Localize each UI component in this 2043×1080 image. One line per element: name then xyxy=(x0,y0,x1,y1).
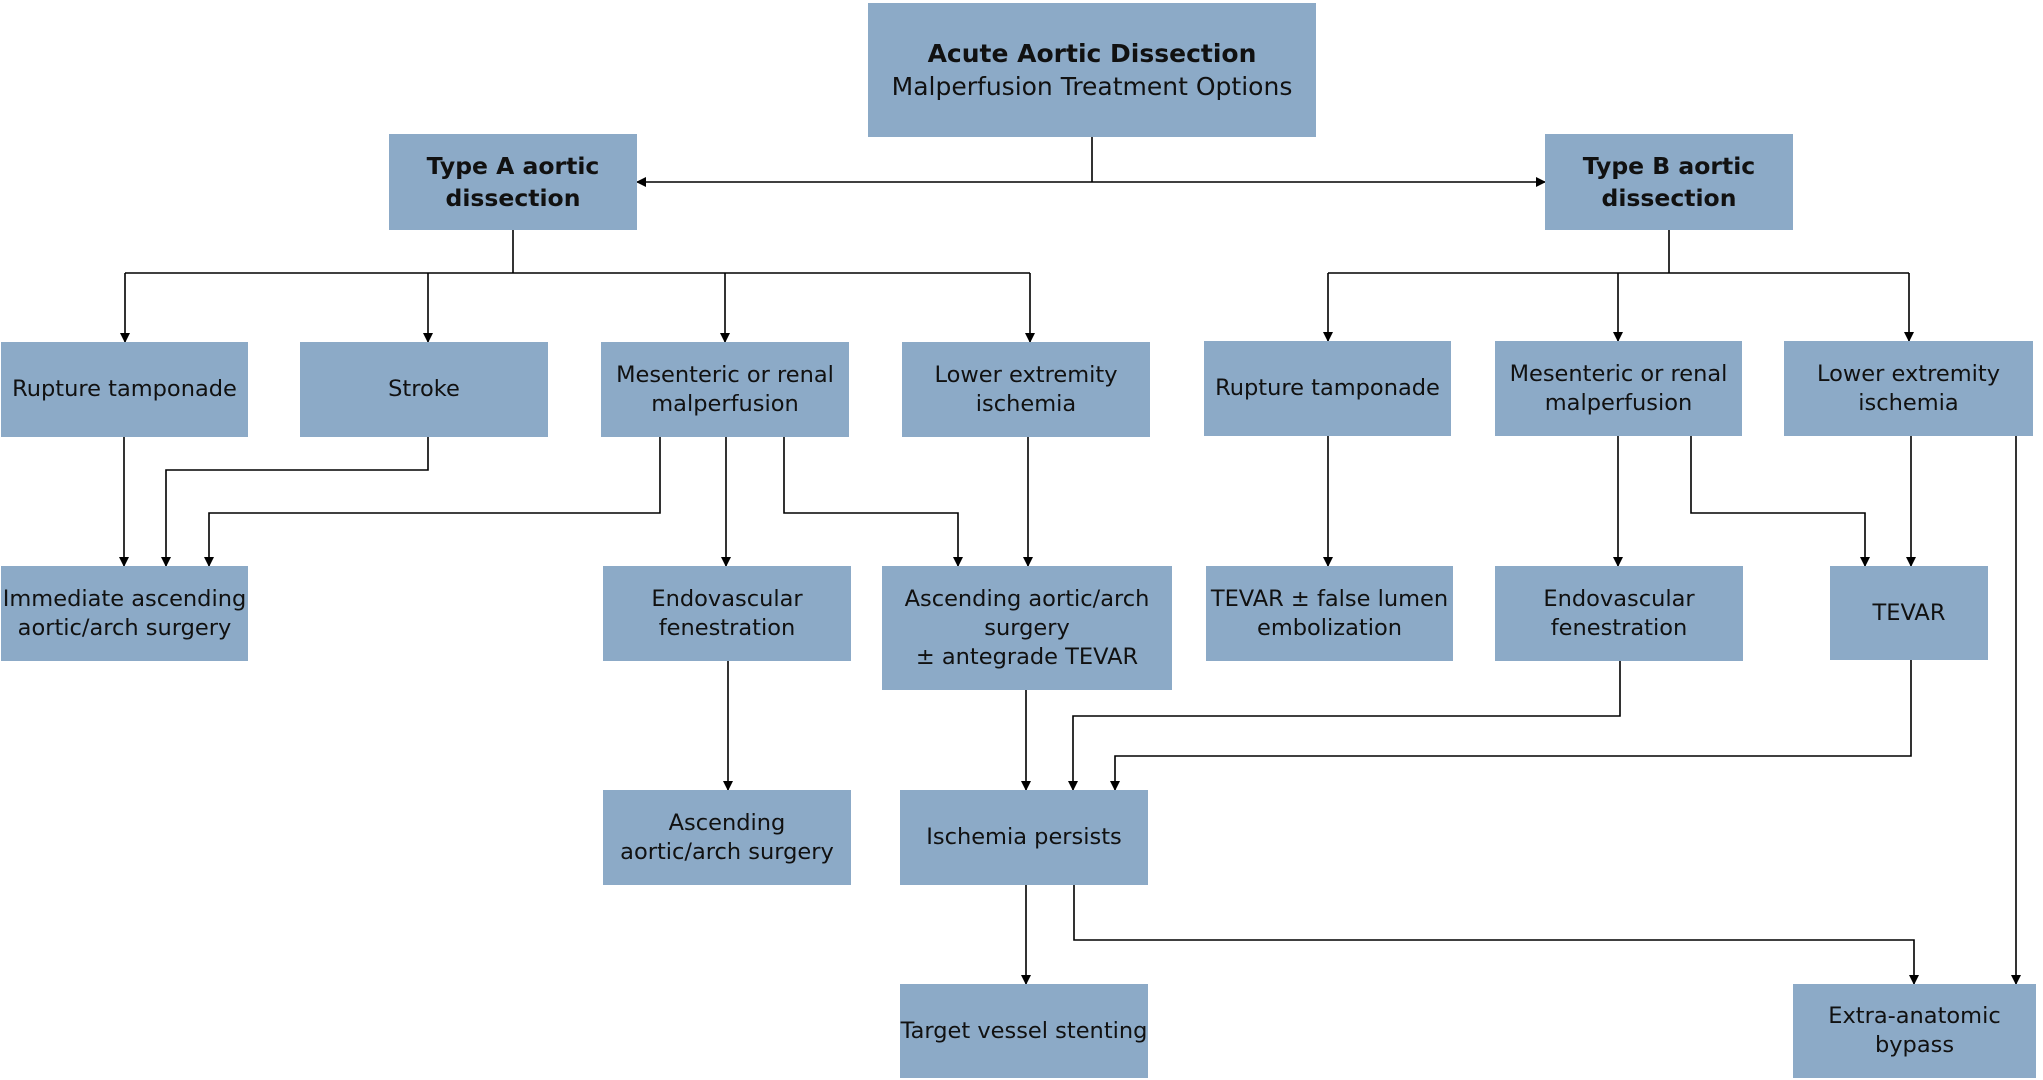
b-lower-line-1: Lower extremity xyxy=(1816,360,2001,387)
a-rupture-line-1: Rupture tamponade xyxy=(12,376,237,402)
type-a-box: Type A aortic dissection xyxy=(389,134,637,230)
asc-arch-line-1: Ascending xyxy=(668,809,786,836)
ischemia-persists-box: Ischemia persists xyxy=(900,790,1148,885)
a-lower-box: Lower extremity ischemia xyxy=(902,342,1150,437)
target-line-1: Target vessel stenting xyxy=(900,1017,1148,1044)
a-lower-line-2: ischemia xyxy=(975,390,1077,417)
tevar-line-1: TEVAR xyxy=(1872,599,1946,626)
bypass-line-2: bypass xyxy=(1874,1032,1955,1058)
type-a-line-1: Type A aortic xyxy=(426,152,600,180)
type-a-line-2: dissection xyxy=(445,184,581,212)
connector-b-endo-to-ischemia xyxy=(1068,661,1621,791)
connector-ischemia-to-bypass xyxy=(1073,885,1919,985)
a-rupture-box: Rupture tamponade xyxy=(1,342,248,437)
b-lower-box: Lower extremity ischemia xyxy=(1784,341,2033,436)
a-mesenteric-line-1: Mesenteric or renal xyxy=(616,361,834,388)
asc-arch-line-2: aortic/arch surgery xyxy=(620,838,834,865)
connector-mesenteric-to-immediate xyxy=(204,437,661,567)
a-endovascular-box: Endovascular fenestration xyxy=(603,566,851,661)
connector-b-mesenteric-to-tevar xyxy=(1690,436,1870,567)
type-b-line-1: Type B aortic xyxy=(1582,152,1756,180)
a-mesenteric-box: Mesenteric or renal malperfusion xyxy=(601,342,849,437)
title-box: Acute Aortic Dissection Malperfusion Tre… xyxy=(868,3,1316,137)
title-main: Acute Aortic Dissection xyxy=(927,39,1257,68)
a-stroke-box: Stroke xyxy=(300,342,548,437)
tevar-false-line-1: TEVAR ± false lumen xyxy=(1210,585,1449,612)
ischemia-line-1: Ischemia persists xyxy=(926,824,1122,850)
asc-tevar-line-2: surgery xyxy=(984,614,1070,641)
connector-tevar-to-ischemia xyxy=(1110,660,1912,791)
b-lower-line-2: ischemia xyxy=(1858,389,1959,416)
immediate-line-1: Immediate ascending xyxy=(2,585,247,612)
b-endovascular-box: Endovascular fenestration xyxy=(1495,566,1743,661)
connector-stroke-to-immediate xyxy=(161,437,429,567)
tevar-false-line-2: embolization xyxy=(1256,614,1402,641)
a-stroke-line-1: Stroke xyxy=(388,376,460,402)
tevar-box: TEVAR xyxy=(1830,566,1988,660)
a-lower-line-1: Lower extremity xyxy=(934,361,1118,388)
target-vessel-box: Target vessel stenting xyxy=(900,984,1148,1078)
b-mesenteric-line-1: Mesenteric or renal xyxy=(1509,360,1728,387)
a-endo-line-2: fenestration xyxy=(658,614,796,641)
title-sub: Malperfusion Treatment Options xyxy=(891,72,1293,101)
b-mesenteric-box: Mesenteric or renal malperfusion xyxy=(1495,341,1742,436)
type-b-box: Type B aortic dissection xyxy=(1545,134,1793,230)
type-b-line-2: dissection xyxy=(1601,184,1737,212)
bypass-line-1: Extra-anatomic xyxy=(1828,1003,2001,1029)
immediate-surgery-box: Immediate ascending aortic/arch surgery xyxy=(1,566,248,661)
asc-tevar-line-3: ± antegrade TEVAR xyxy=(915,643,1139,670)
ascending-arch-tevar-box: Ascending aortic/arch surgery ± antegrad… xyxy=(882,566,1172,690)
a-mesenteric-line-2: malperfusion xyxy=(651,390,799,417)
b-mesenteric-line-2: malperfusion xyxy=(1544,389,1693,416)
a-endo-line-1: Endovascular xyxy=(651,585,803,612)
extra-anatomic-bypass-box: Extra-anatomic bypass xyxy=(1793,984,2036,1078)
connector-mesenteric-to-asc-tevar xyxy=(783,437,963,567)
asc-tevar-line-1: Ascending aortic/arch xyxy=(904,585,1150,612)
ascending-arch-surgery-box: Ascending aortic/arch surgery xyxy=(603,790,851,885)
b-endo-line-1: Endovascular xyxy=(1543,585,1695,612)
b-rupture-line-1: Rupture tamponade xyxy=(1215,375,1440,401)
immediate-line-2: aortic/arch surgery xyxy=(17,614,232,641)
b-endo-line-2: fenestration xyxy=(1550,614,1688,641)
b-rupture-box: Rupture tamponade xyxy=(1204,341,1451,436)
tevar-false-lumen-box: TEVAR ± false lumen embolization xyxy=(1206,566,1453,661)
